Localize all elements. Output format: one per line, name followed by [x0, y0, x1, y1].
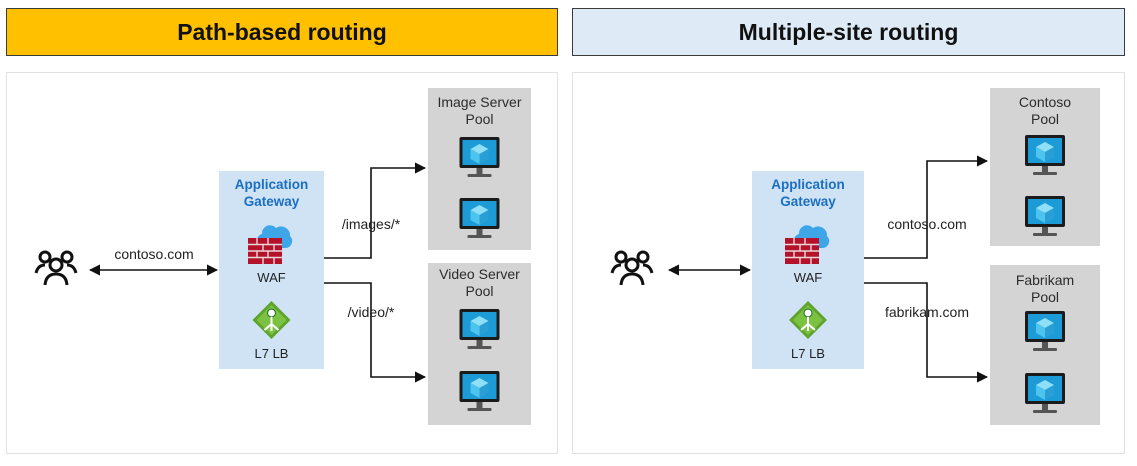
fabrikam-pool-title-line1: Fabrikam — [1016, 272, 1074, 288]
gateway-title-line1: Application — [235, 177, 309, 192]
video-pool-title-line2: Pool — [465, 283, 493, 299]
waf-label: WAF — [794, 270, 822, 285]
users-icon — [34, 250, 78, 287]
contoso-pool-title-line1: Contoso — [1019, 94, 1071, 110]
contoso-pool-title-line2: Pool — [1031, 111, 1059, 127]
contoso-route-label: contoso.com — [887, 216, 966, 232]
path-gateway-group: Application Gateway WAF L7 LB — [219, 171, 324, 369]
fabrikam-route-arrow — [864, 282, 989, 383]
lb-label: L7 LB — [255, 346, 289, 361]
images-route-label: /images/* — [342, 216, 401, 232]
image-server-pool: Image Server Pool — [428, 88, 531, 250]
video-pool-title-line1: Video Server — [439, 266, 520, 282]
contoso-route-arrow — [864, 155, 989, 259]
fabrikam-pool: Fabrikam Pool — [990, 265, 1100, 425]
gateway-title-line2: Gateway — [780, 194, 836, 209]
users-icon — [610, 250, 654, 287]
image-pool-title-line1: Image Server — [437, 94, 521, 110]
fabrikam-pool-title-line2: Pool — [1031, 289, 1059, 305]
image-pool-title-line2: Pool — [465, 111, 493, 127]
video-server-pool: Video Server Pool — [428, 263, 531, 425]
gateway-title-line2: Gateway — [244, 194, 300, 209]
video-route-arrow — [324, 282, 427, 383]
multiple-site-routing-header: Multiple-site routing — [572, 8, 1125, 56]
gateway-title-line1: Application — [771, 177, 845, 192]
lb-label: L7 LB — [791, 346, 825, 361]
path-based-routing-title: Path-based routing — [177, 18, 387, 45]
request-host-label: contoso.com — [114, 246, 193, 262]
images-route-arrow — [324, 162, 427, 259]
waf-label: WAF — [257, 270, 285, 285]
video-route-label: /video/* — [348, 304, 395, 320]
multisite-gateway-group: Application Gateway WAF L7 LB — [752, 171, 864, 369]
fabrikam-route-label: fabrikam.com — [885, 304, 969, 320]
multiple-site-routing-title: Multiple-site routing — [738, 18, 959, 45]
contoso-pool: Contoso Pool — [990, 88, 1100, 246]
path-based-routing-header: Path-based routing — [6, 8, 558, 56]
